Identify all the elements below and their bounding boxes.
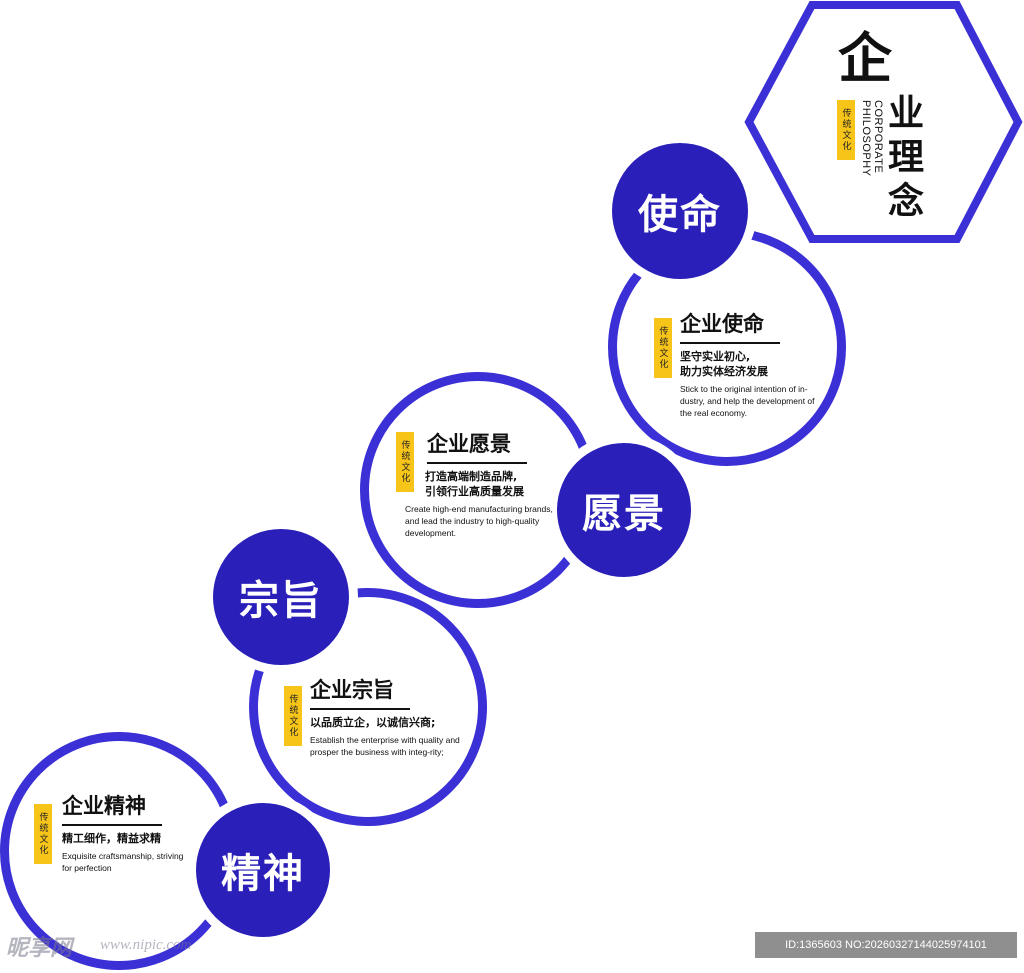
watermark-url: www.nipic.com	[100, 937, 192, 953]
mission-zh-line-2: 助力实体经济发展	[680, 365, 768, 378]
mission-stamp: 传统文化	[654, 318, 672, 378]
purpose-english: Establish the enterprise with quality an…	[310, 735, 460, 757]
purpose-disc: 宗旨	[213, 529, 349, 665]
vision-stamp: 传统文化	[396, 432, 414, 492]
mission-ring	[608, 228, 846, 466]
mission-title: 企业使命	[680, 308, 780, 344]
vision-zh-line-2: 引领行业高质量发展	[425, 485, 524, 498]
spirit-zh-line-1: 精工细作，精益求精	[62, 832, 161, 845]
spirit-disc: 精神	[196, 803, 330, 937]
watermark-logo: 昵享网	[6, 936, 73, 961]
vision-title: 企业愿景	[427, 428, 527, 464]
header-stack-chars: 业理念	[888, 93, 925, 222]
spirit-text-block: 企业精神 精工细作，精益求精 Exquisite craftsmanship, …	[62, 790, 192, 874]
vision-zh-line-1: 打造高端制造品牌,	[425, 470, 518, 483]
mission-zh-line-1: 坚守实业初心,	[680, 350, 751, 363]
purpose-zh-line-1: 以品质立企，以诚信兴商;	[310, 716, 436, 729]
header-english: CORPORATE PHILOSOPHY	[860, 100, 884, 177]
spirit-title: 企业精神	[62, 790, 162, 826]
header-stamp: 传统文化	[837, 100, 855, 160]
mission-text-block: 企业使命 坚守实业初心, 助力实体经济发展 Stick to the origi…	[680, 308, 826, 419]
vision-text-block: 企业愿景 打造高端制造品牌, 引领行业高质量发展 Create high-end…	[405, 428, 553, 539]
spirit-english: Exquisite craftsmanship, striving for pe…	[62, 851, 184, 873]
image-id-bar: ID:1365603 NO:20260327144025974101	[755, 932, 1017, 958]
purpose-text-block: 企业宗旨 以品质立企，以诚信兴商; Establish the enterpri…	[310, 674, 470, 758]
header-big-char: 企	[838, 27, 892, 90]
mission-disc: 使命	[612, 143, 748, 279]
spirit-stamp: 传统文化	[34, 804, 52, 864]
vision-disc: 愿景	[557, 443, 691, 577]
mission-english: Stick to the original intention of in-du…	[680, 384, 815, 418]
purpose-title: 企业宗旨	[310, 674, 410, 710]
vision-ring	[360, 372, 596, 608]
vision-english: Create high-end manufacturing brands, an…	[405, 504, 553, 538]
purpose-stamp: 传统文化	[284, 686, 302, 746]
